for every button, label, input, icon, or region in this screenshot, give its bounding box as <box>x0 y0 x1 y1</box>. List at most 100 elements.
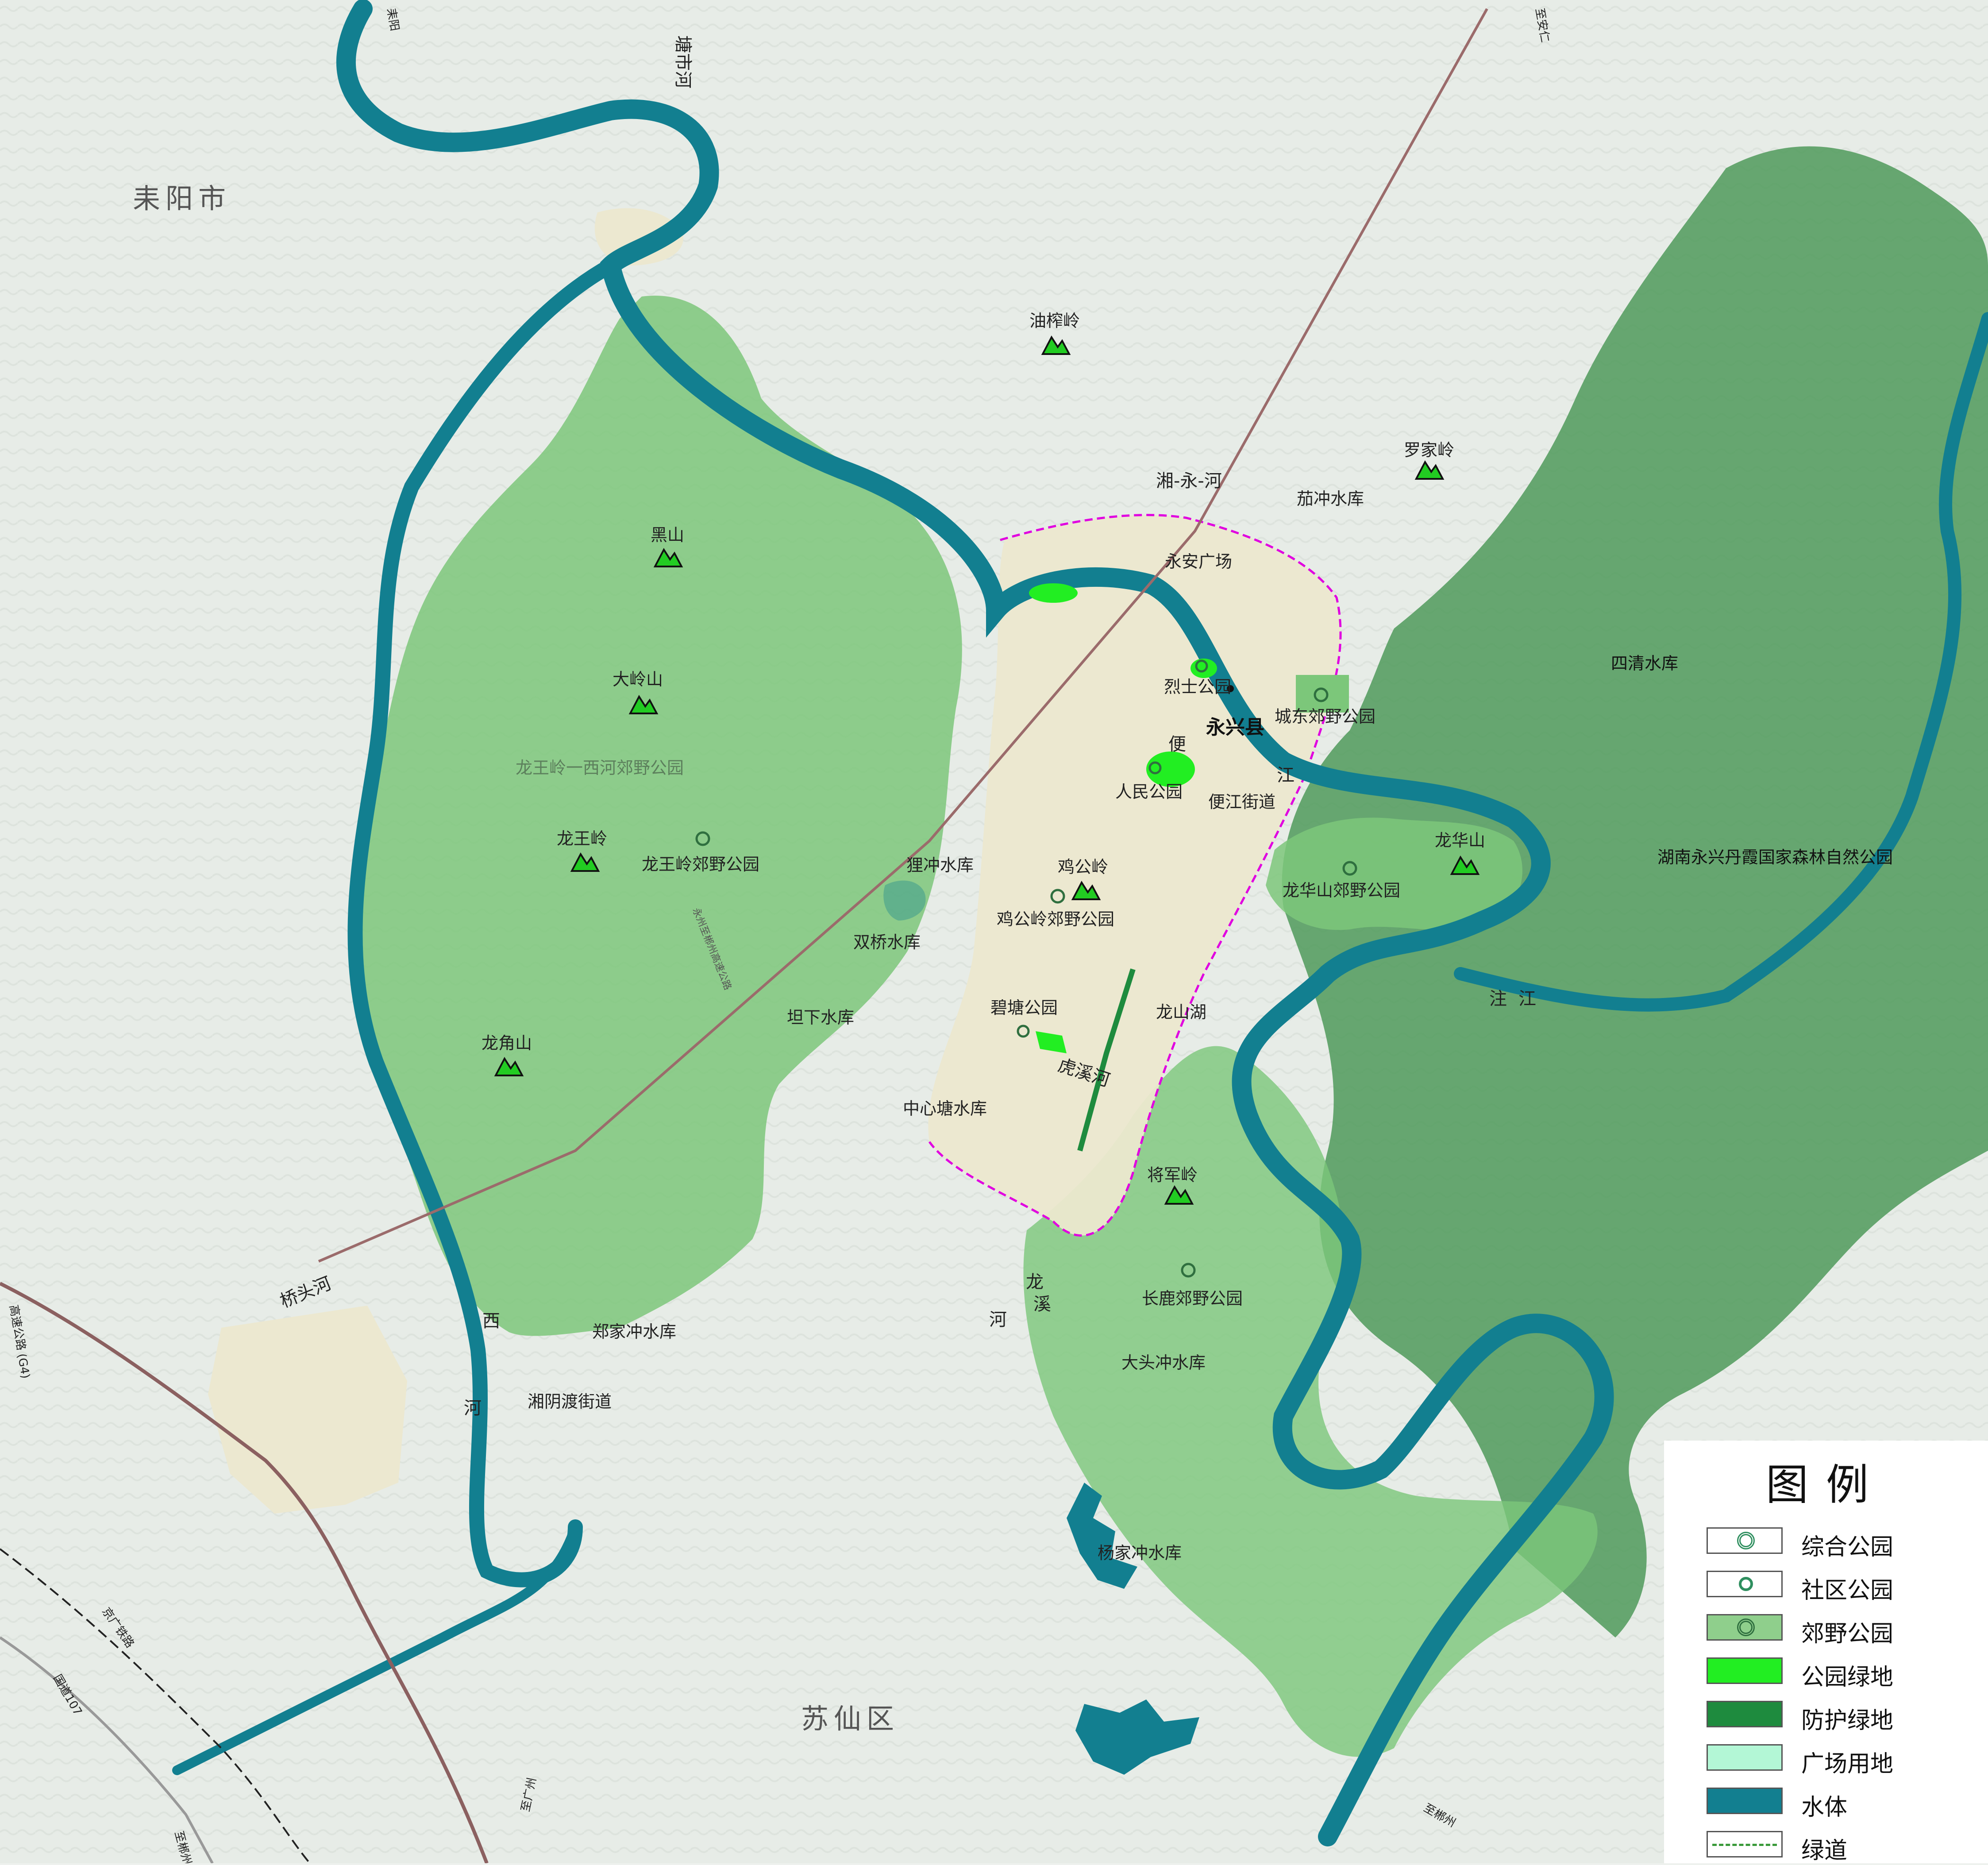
park-marker-renmin <box>1148 761 1162 775</box>
legend-item: 防护绿地 <box>1707 1699 1981 1734</box>
mountain-icons <box>494 335 1480 1205</box>
mountain-icon-heishan <box>653 548 683 567</box>
label-xi2-char: 溪 <box>1033 1294 1051 1314</box>
changlu-park-area <box>1023 1046 1598 1757</box>
label-longwangling: 龙王岭 <box>557 829 607 848</box>
legend-swatch <box>1707 1657 1783 1684</box>
park-marker-bitang <box>1017 1025 1030 1038</box>
north-park-area <box>1029 583 1078 603</box>
yangjiachong-reservoir <box>1067 1483 1137 1589</box>
label-lichong: 狸冲水库 <box>906 855 974 875</box>
mountain-icon-luojialing <box>1414 460 1445 480</box>
label-zhujiang: 注江 <box>1489 989 1548 1009</box>
southern-reservoir <box>1075 1699 1199 1775</box>
legend-label: 绿道 <box>1801 1838 1848 1864</box>
label-bitang-park: 碧塘公园 <box>990 998 1058 1017</box>
single-ring-icon <box>1739 1577 1753 1591</box>
label-zhongxintang: 中心塘水库 <box>903 1099 987 1118</box>
label-yongan-plaza: 永安广场 <box>1165 552 1232 571</box>
label-youzhaling: 油榨岭 <box>1029 311 1080 331</box>
label-dalingshan: 大岭山 <box>613 670 663 689</box>
legend-title: 图例 <box>1766 1460 1886 1510</box>
legend-item: 公园绿地 <box>1707 1656 1981 1691</box>
mountain-icon-longjiaoshan <box>494 1057 524 1076</box>
legend-swatch <box>1707 1527 1783 1554</box>
mountain-icon-longhuashan <box>1450 855 1480 875</box>
main-river <box>336 0 1614 1846</box>
label-longwangling-park: 龙王岭郊野公园 <box>642 855 759 874</box>
bitang-park-area <box>1036 1031 1067 1053</box>
legend-label: 综合公园 <box>1801 1534 1894 1561</box>
protective-green-belt <box>1077 968 1136 1152</box>
label-jiangjunling: 将军岭 <box>1147 1165 1198 1185</box>
region-label-yongxing: 永兴县 <box>1206 716 1264 739</box>
label-heishan: 黑山 <box>651 525 684 545</box>
suburban-ring-icon <box>1737 1618 1755 1636</box>
mountain-icon-jigongling <box>1071 881 1101 900</box>
label-jiang-char: 江 <box>1277 765 1295 786</box>
label-tangshi-river: 塘市河 <box>673 35 693 89</box>
legend-item: 绿道 <box>1707 1829 1981 1864</box>
diagonal-railway <box>318 8 1488 1263</box>
suburban-park-marker-chengdong <box>1314 687 1329 702</box>
double-ring-icon <box>1737 1532 1755 1549</box>
label-jigongling: 鸡公岭 <box>1058 857 1108 877</box>
urban-area-southwest <box>208 1306 407 1514</box>
label-chengdong-park: 城东郊野公园 <box>1275 707 1375 726</box>
legend-swatch <box>1707 1614 1783 1641</box>
jingguang-railway <box>0 1548 311 1863</box>
label-renmin-park: 人民公园 <box>1115 782 1183 801</box>
suburban-park-marker-jigongling <box>1050 889 1065 904</box>
label-bianjiang-street: 便江街道 <box>1208 792 1275 812</box>
label-lieshi-park: 烈士公园 <box>1164 677 1231 697</box>
legend-item: 综合公园 <box>1707 1526 1981 1561</box>
legend-swatch <box>1707 1571 1783 1597</box>
county-seat-marker <box>1227 685 1234 692</box>
danxia-forest-area <box>1282 146 1988 1638</box>
legend-label: 公园绿地 <box>1801 1664 1894 1691</box>
label-siqing: 四清水库 <box>1611 654 1678 673</box>
g107-road <box>0 1636 214 1863</box>
south-river <box>172 1522 580 1775</box>
label-xi-char: 西 <box>482 1311 500 1331</box>
label-yangjiachong: 杨家冲水库 <box>1098 1543 1182 1563</box>
legend-swatch <box>1707 1744 1783 1771</box>
region-label-suxian: 苏仙区 <box>801 1703 899 1735</box>
label-longwangling-xihe: 龙王岭一西河郊野公园 <box>516 758 684 778</box>
mountain-icon-longwangling <box>570 852 600 872</box>
legend-label: 广场用地 <box>1801 1751 1894 1777</box>
label-danxia-forest: 湖南永兴丹霞国家森林自然公园 <box>1657 848 1893 867</box>
label-jiachong: 茄冲水库 <box>1297 489 1364 509</box>
planning-boundary <box>928 514 1342 1237</box>
park-marker-lieshi <box>1195 659 1208 673</box>
mountain-icon-youzhaling <box>1041 335 1071 355</box>
label-he-char: 河 <box>464 1398 482 1418</box>
label-longshan-lake: 龙山湖 <box>1156 1002 1206 1022</box>
label-xiangyonghe: 湘-永-河 <box>1156 471 1222 491</box>
legend-label: 社区公园 <box>1801 1577 1894 1604</box>
suburban-park-marker-longhuashan <box>1342 861 1357 876</box>
west-river <box>347 258 618 1588</box>
legend-item: 水体 <box>1707 1786 1981 1821</box>
label-longhuashan-park: 龙华山郊野公园 <box>1283 881 1400 900</box>
map-legend: 图例 综合公园社区公园郊野公园公园绿地防护绿地广场用地水体绿道 <box>1664 1441 1988 1864</box>
suburban-park-marker-changlu <box>1181 1263 1196 1278</box>
label-jigongling-park: 鸡公岭郊野公园 <box>997 909 1114 929</box>
legend-swatch <box>1707 1831 1783 1857</box>
label-shuangqiao: 双桥水库 <box>853 932 921 952</box>
legend-swatch <box>1707 1788 1783 1814</box>
label-tanxia: 坦下水库 <box>787 1008 854 1027</box>
park-markers <box>695 659 1357 1278</box>
legend-swatch <box>1707 1701 1783 1727</box>
mountain-icon-dalingshan <box>628 695 659 714</box>
region-label-leiyang: 耒阳市 <box>133 182 231 215</box>
label-datouchong: 大头冲水库 <box>1121 1353 1206 1372</box>
legend-item: 郊野公园 <box>1707 1612 1981 1647</box>
label-longjiaoshan: 龙角山 <box>482 1033 532 1053</box>
legend-item: 社区公园 <box>1707 1569 1981 1604</box>
mountain-icon-jiangjunling <box>1164 1185 1194 1205</box>
suburban-park-marker-longwangling <box>695 831 710 846</box>
east-river <box>1454 312 1988 1012</box>
label-luojialing: 罗家岭 <box>1404 440 1454 460</box>
